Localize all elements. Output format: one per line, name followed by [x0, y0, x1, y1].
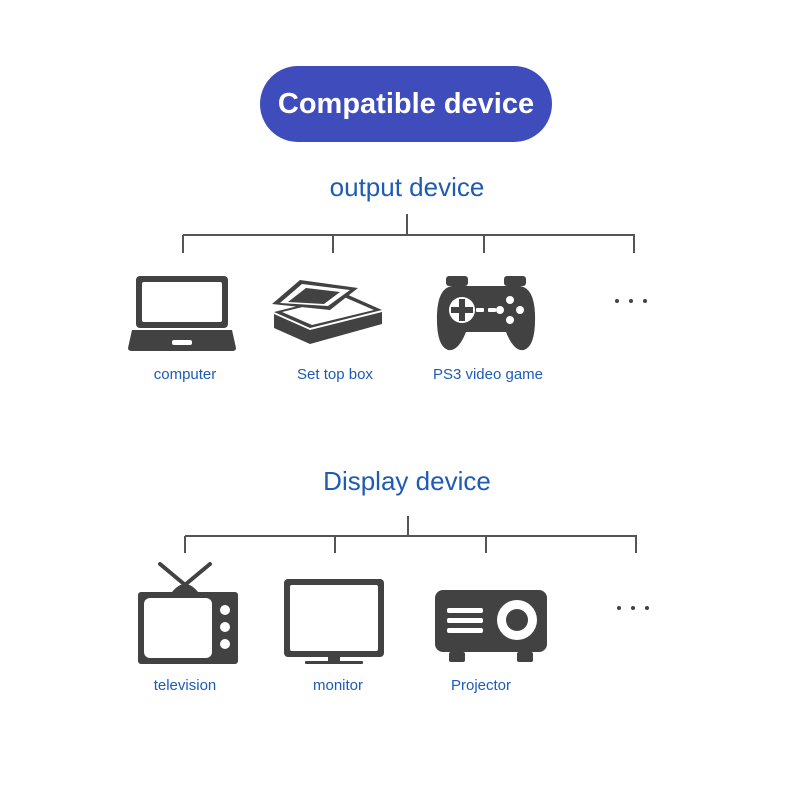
ps3-video-game-label: PS3 video game: [432, 366, 544, 383]
page-title: Compatible device: [277, 87, 535, 120]
television-label: television: [153, 677, 217, 694]
ellipsis-icon: [615, 299, 647, 303]
scanner-icon: [272, 280, 382, 344]
gamepad-icon: [436, 276, 536, 351]
set-top-box-label: Set top box: [297, 366, 373, 383]
laptop-icon: [128, 276, 236, 351]
monitor-label: monitor: [312, 677, 364, 694]
ellipsis-icon: [617, 606, 649, 610]
output-device-heading: output device: [329, 172, 485, 202]
television-icon: [138, 562, 238, 664]
title-badge: Compatible device: [260, 66, 552, 142]
computer-label: computer: [153, 366, 217, 383]
display-device-heading: Display device: [323, 466, 491, 496]
monitor-icon: [284, 579, 384, 664]
projector-label: Projector: [450, 677, 512, 694]
projector-icon: [435, 590, 547, 662]
